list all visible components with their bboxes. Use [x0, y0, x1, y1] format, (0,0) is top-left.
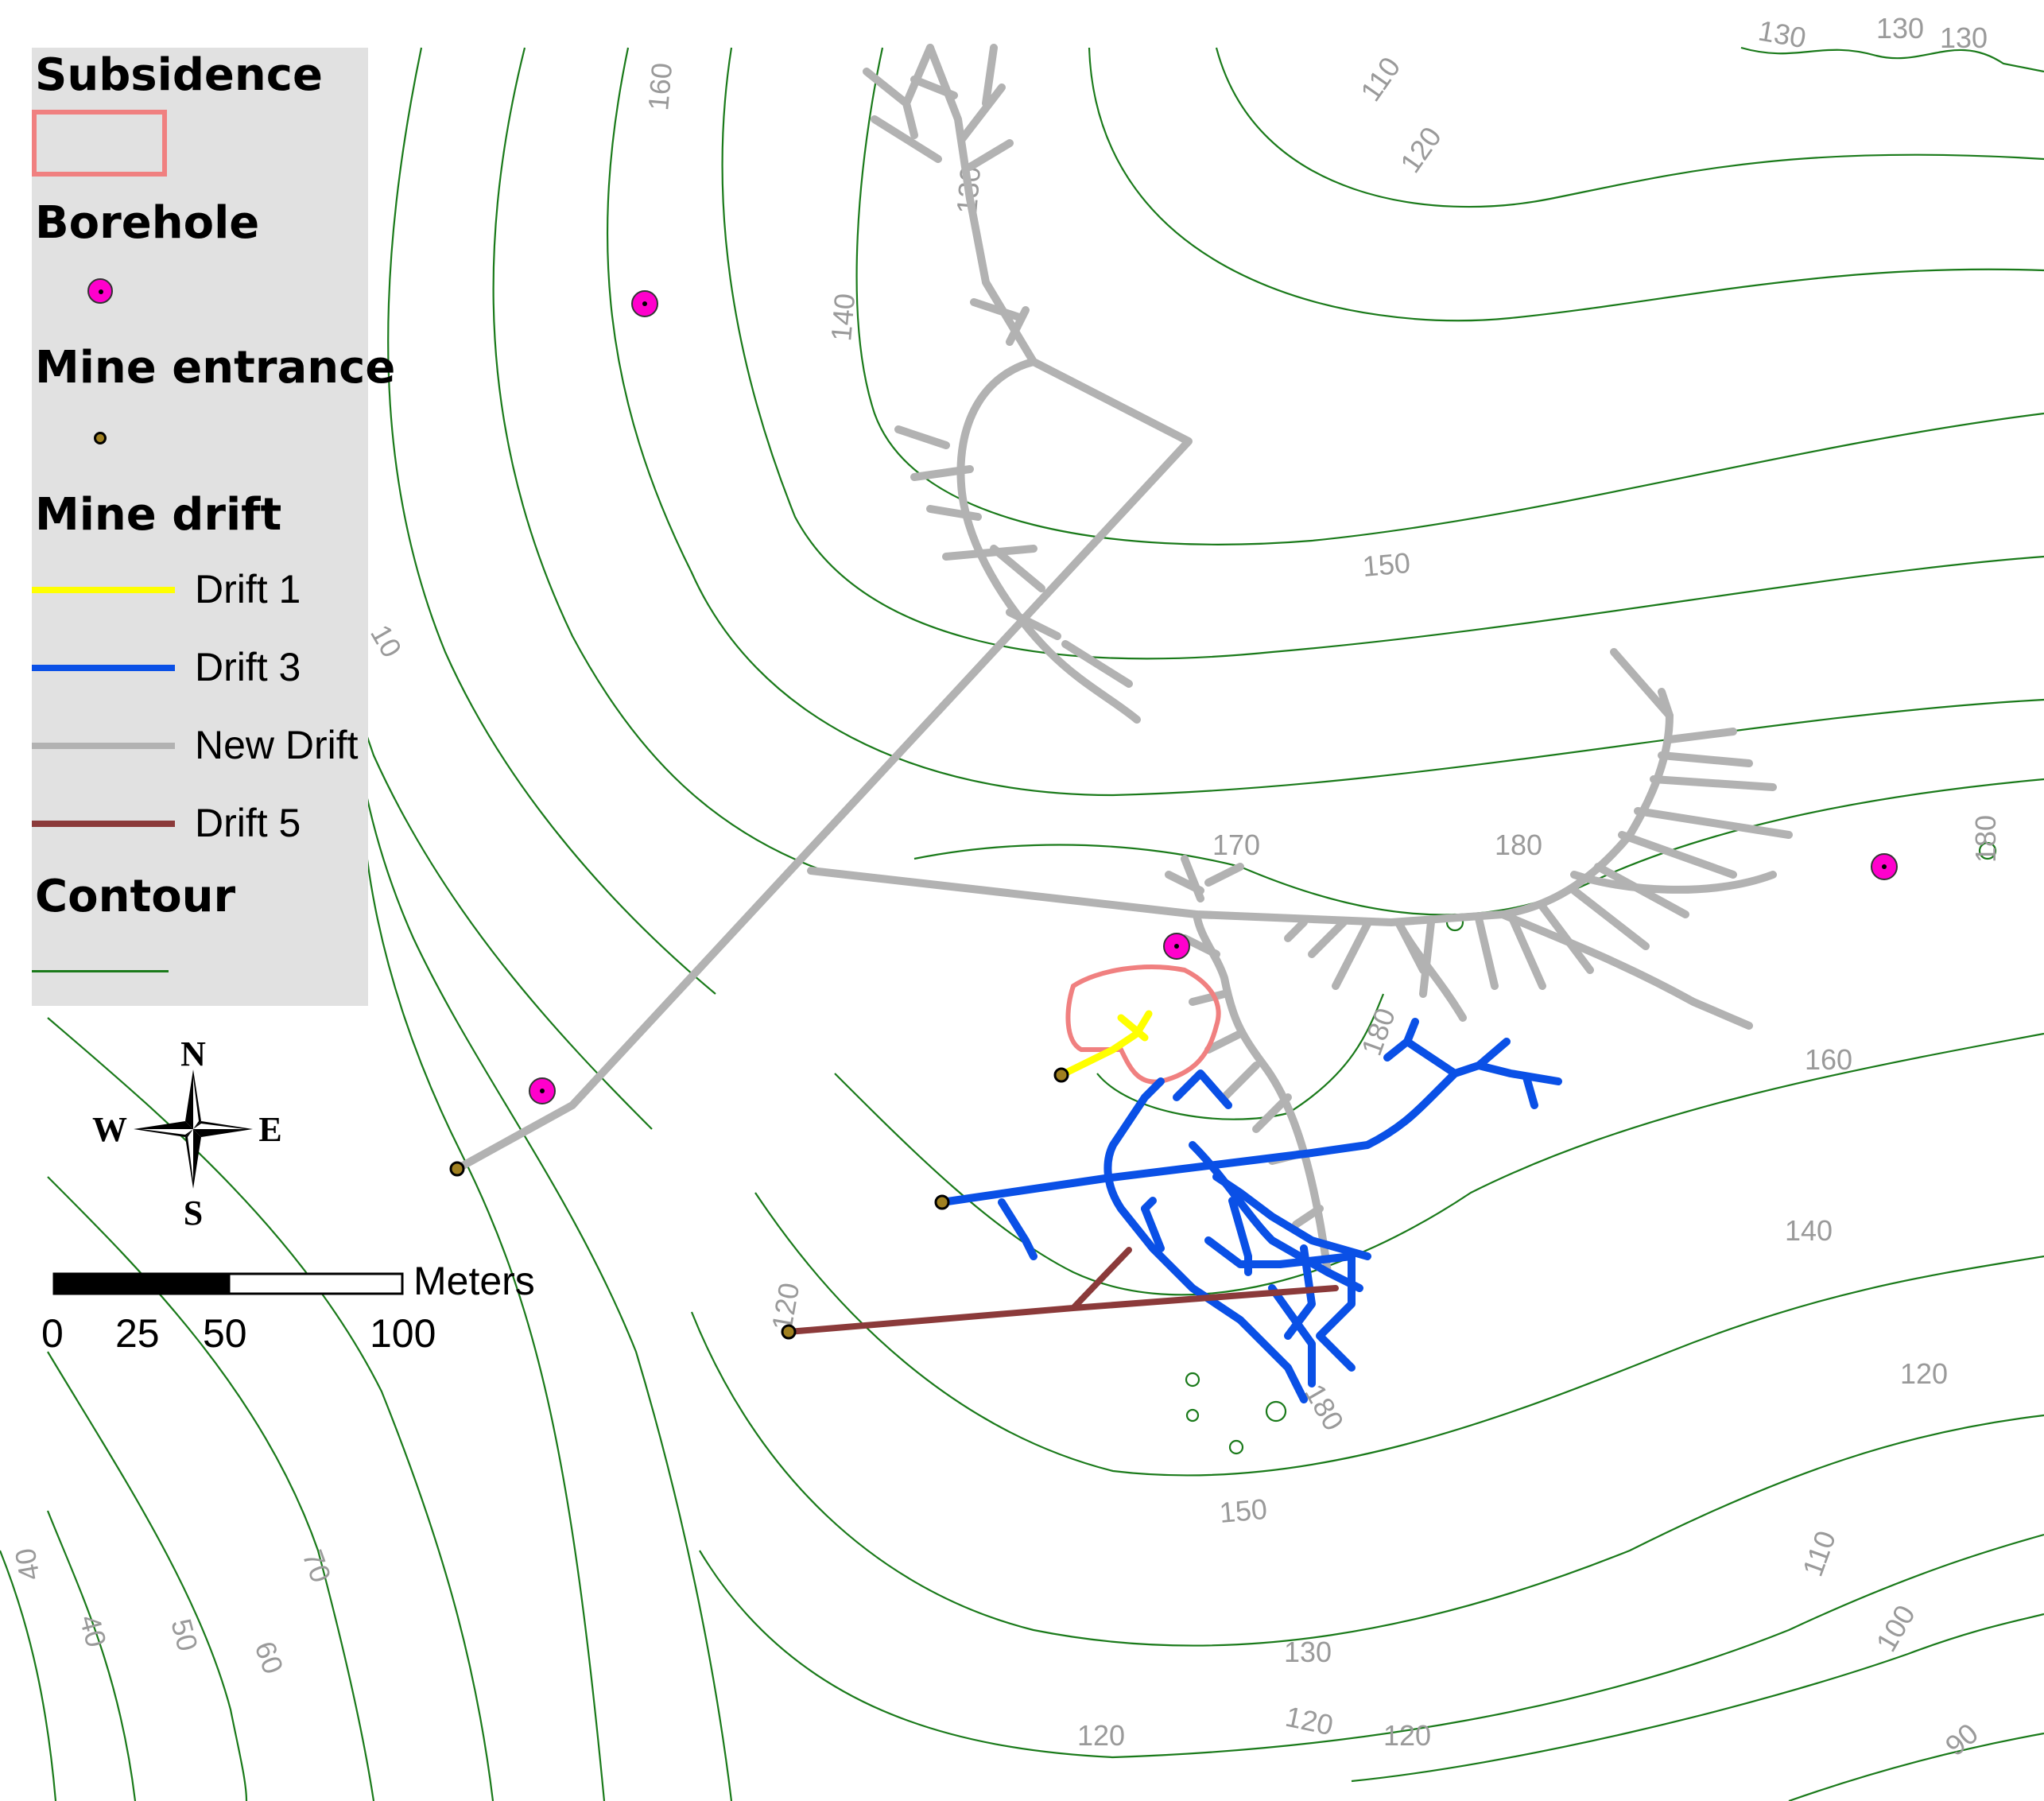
borehole-marker: [631, 290, 658, 317]
contour-label: 180: [1298, 1379, 1351, 1437]
borehole-markers: [529, 290, 1898, 1104]
drift-1: [1057, 1010, 1153, 1079]
contour-label: 110: [1796, 1527, 1842, 1581]
drift-3-swatch: [32, 665, 175, 671]
west-label: W: [92, 1110, 127, 1149]
scale-tick-label: 100: [370, 1311, 436, 1356]
contour-label: 120: [1394, 121, 1448, 179]
borehole-marker: [1871, 853, 1898, 880]
contour-label: 40: [73, 1611, 113, 1650]
contour-label: 140: [824, 292, 861, 342]
scale-tick-label: 0: [41, 1311, 64, 1356]
mine-entrance-marker: [1053, 1067, 1069, 1083]
contour-label: 160: [642, 61, 678, 111]
scale-tick-label: 50: [203, 1311, 247, 1356]
contour-swatch: [32, 970, 169, 972]
scale-unit-label: Meters: [413, 1259, 535, 1303]
contour-label: 70: [296, 1546, 337, 1587]
contour-label: 130: [1284, 1636, 1332, 1668]
mine-entrance-marker: [934, 1194, 950, 1210]
contour-label: 150: [1361, 546, 1411, 583]
drift-1-label: Drift 1: [195, 567, 301, 611]
subsidence-area: [1065, 965, 1221, 1085]
drift-5-label: Drift 5: [195, 801, 301, 845]
contour-label: 180: [1495, 829, 1542, 861]
drift-5: [785, 1247, 1339, 1335]
south-label: S: [184, 1194, 203, 1232]
contour-label: 150: [1218, 1492, 1268, 1529]
borehole-marker: [1163, 933, 1190, 960]
borehole-swatch: [87, 278, 113, 304]
drift-3-label: Drift 3: [195, 645, 301, 689]
contour-label: 10: [364, 619, 409, 663]
north-arrow: N S W E: [92, 1034, 282, 1232]
scale-tick-label: 25: [115, 1311, 160, 1356]
mine-entrance-marker: [781, 1324, 797, 1340]
legend-mine-entrance-title: Mine entrance: [35, 342, 396, 394]
contour-label: 130: [1876, 12, 1924, 45]
borehole-marker: [529, 1077, 556, 1104]
contour-label: 130: [1756, 14, 1809, 55]
contour-label: 50: [165, 1615, 204, 1654]
contour-label: 160: [1805, 1043, 1852, 1076]
new-drift-label: New Drift: [195, 723, 359, 767]
contour-label: 140: [1785, 1214, 1833, 1247]
contour-label: 60: [248, 1637, 289, 1679]
mine-entrance-marker: [449, 1161, 465, 1177]
north-label: N: [180, 1034, 206, 1073]
mine-entrance-markers: [449, 1067, 1069, 1340]
drift-5-swatch: [32, 821, 175, 827]
drift-3: [938, 1018, 1562, 1403]
legend-subsidence-title: Subsidence: [35, 49, 323, 101]
mine-entrance-swatch: [94, 432, 107, 444]
contour-label: 120: [1077, 1719, 1125, 1752]
scale-bar: [52, 1272, 404, 1295]
new-drift: [453, 44, 1793, 1276]
contour-label: 120: [1282, 1700, 1336, 1742]
contour-label: 120: [1900, 1357, 1948, 1390]
map-legend: Subsidence Borehole Mine entrance Mine d…: [32, 48, 395, 1006]
contour-label: 110: [1354, 51, 1407, 107]
subsidence-swatch: [32, 110, 167, 177]
legend-mine-drift-title: Mine drift: [35, 489, 282, 541]
legend-contour-title: Contour: [35, 871, 236, 922]
contour-label: 130: [1940, 21, 1988, 54]
contour-label: 40: [9, 1546, 46, 1583]
contour-label: 120: [1383, 1719, 1431, 1752]
contour-label: 90: [1939, 1717, 1984, 1762]
contour-label: 180: [1969, 815, 2002, 863]
contour-label: 100: [1869, 1599, 1922, 1657]
legend-borehole-title: Borehole: [35, 197, 260, 249]
drift-1-swatch: [32, 587, 175, 593]
contour-label: 170: [1212, 829, 1260, 861]
east-label: E: [258, 1110, 281, 1149]
new-drift-swatch: [32, 743, 175, 749]
